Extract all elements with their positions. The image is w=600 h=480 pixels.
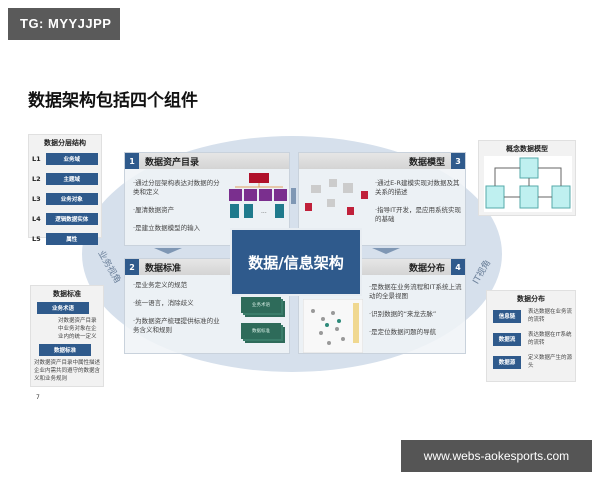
layer-bar: 逻辑数据实体 bbox=[45, 213, 98, 225]
bullet: ·通过E-R建模实现对数据及其关系的描述 bbox=[375, 179, 460, 196]
distribution-item: 数据流 表达数据在IT系统的流转 bbox=[490, 331, 572, 347]
standard-stack: 数据标准 bbox=[241, 323, 281, 339]
layer-level: L3 bbox=[32, 195, 41, 203]
arrow-right-icon bbox=[291, 188, 296, 204]
panel-number: 4 bbox=[451, 259, 465, 275]
layer-bar: 业务对象 bbox=[45, 193, 98, 205]
distribution-desc: 表达数据在IT系统的流转 bbox=[528, 332, 572, 346]
bullet: ·是数据在业务流程和IT系统上流动的全景视图 bbox=[369, 283, 462, 300]
layer-level: L1 bbox=[32, 155, 41, 163]
term-tag: 业务术语 bbox=[37, 302, 89, 314]
panel-title: 数据模型 bbox=[408, 157, 445, 168]
distribution-tag: 数据流 bbox=[493, 332, 521, 346]
arrow-down-icon bbox=[154, 248, 182, 254]
page-title: 数据架构包括四个组件 bbox=[28, 91, 198, 111]
bullet: ·厘清数据资产 bbox=[133, 206, 175, 214]
layer-row: L4 逻辑数据实体 bbox=[32, 212, 98, 226]
arrow-down-icon bbox=[372, 248, 400, 254]
side-title: 概念数据模型 bbox=[506, 145, 548, 153]
data-layer-structure: 数据分层结构 L1 业务域 L2 主题域 L3 业务对象 L4 逻辑数据实体 L5 属性 bbox=[28, 134, 102, 245]
layer-row: L1 业务域 bbox=[32, 152, 98, 166]
side-title: 数据分层结构 bbox=[44, 139, 86, 147]
bullet: ·通过分层架构表达对数据的分类和定义 bbox=[133, 179, 220, 196]
bullet: ·统一语言，消除歧义 bbox=[133, 299, 194, 307]
panel-number: 2 bbox=[125, 259, 139, 275]
layer-bar: 业务域 bbox=[45, 153, 98, 165]
term-description: 对数据资产目录中业务对象在企业内的统一定义 bbox=[58, 318, 97, 340]
watermark: www.webs-aokesports.com bbox=[401, 440, 592, 472]
uml-diagram-illustration bbox=[484, 156, 572, 212]
tg-badge: TG: MYYJJPP bbox=[8, 8, 120, 40]
distribution-tag: 信息链 bbox=[493, 309, 521, 323]
panel-number: 1 bbox=[125, 153, 139, 169]
standard-description: 对数据资产目录中属性描述企业内需共同遵守的数据含义和业务规则 bbox=[34, 360, 101, 382]
layer-level: L2 bbox=[32, 175, 41, 183]
panel-header: 1 数据资产目录 bbox=[125, 153, 289, 169]
panel-bullets: ·通过分层架构表达对数据的分类和定义 ·厘清数据资产 ·是建立数据模型的输入 bbox=[133, 179, 225, 242]
panel-title: 数据分布 bbox=[408, 263, 445, 274]
center-data-architecture: 数据/信息架构 bbox=[230, 228, 362, 296]
data-distribution-box: 数据分布 信息链 表达数据在业务流的流转 数据流 表达数据在IT系统的流转 数据… bbox=[486, 290, 576, 382]
distribution-item: 信息链 表达数据在业务流的流转 bbox=[490, 308, 572, 324]
bullet: ·是业务定义的规范 bbox=[133, 281, 188, 289]
distribution-map-illustration bbox=[303, 299, 363, 353]
panel-title: 数据标准 bbox=[145, 263, 182, 274]
bullet: ·为数据资产梳理提供标准的业务含义和规则 bbox=[133, 317, 220, 334]
standard-tag: 数据标准 bbox=[39, 344, 91, 356]
panel-header: 数据模型 3 bbox=[299, 153, 465, 169]
layer-row: L3 业务对象 bbox=[32, 192, 98, 206]
bullet: ·识别数据的“来龙去脉” bbox=[369, 310, 437, 318]
distribution-tag: 数据源 bbox=[493, 355, 521, 369]
distribution-desc: 定义数据产生的源头 bbox=[528, 355, 573, 369]
panel-data-asset-catalog: 1 数据资产目录 ·通过分层架构表达对数据的分类和定义 ·厘清数据资产 ·是建立… bbox=[124, 152, 290, 246]
layer-bar: 主题域 bbox=[45, 173, 98, 185]
bullet: ·指导IT开发，是应用系统实现的基础 bbox=[375, 206, 461, 223]
term-stack: 业务术语 bbox=[241, 297, 281, 313]
panel-bullets: ·是业务定义的规范 ·统一语言，消除歧义 ·为数据资产梳理提供标准的业务含义和规… bbox=[133, 281, 225, 344]
side-title: 数据分布 bbox=[517, 295, 545, 303]
page-number: 7 bbox=[36, 394, 40, 401]
layer-row: L2 主题域 bbox=[32, 172, 98, 186]
bullet: ·是建立数据模型的输入 bbox=[133, 224, 201, 232]
panel-number: 3 bbox=[451, 153, 465, 169]
layer-level: L5 bbox=[32, 235, 41, 243]
panel-bullets: ·是数据在业务流程和IT系统上流动的全景视图 ·识别数据的“来龙去脉” ·是定位… bbox=[369, 283, 465, 346]
distribution-desc: 表达数据在业务流的流转 bbox=[528, 309, 573, 323]
layer-bar: 属性 bbox=[45, 233, 98, 245]
panel-bullets: ·通过E-R建模实现对数据及其关系的描述 ·指导IT开发，是应用系统实现的基础 bbox=[375, 179, 463, 233]
layer-level: L4 bbox=[32, 215, 41, 223]
distribution-item: 数据源 定义数据产生的源头 bbox=[490, 354, 572, 370]
concept-data-model: 概念数据模型 bbox=[478, 140, 576, 216]
data-standard-box: 数据标准 业务术语 对数据资产目录中业务对象在企业内的统一定义 数据标准 对数据… bbox=[30, 285, 104, 387]
bullet: ·是定位数据问题的导航 bbox=[369, 328, 437, 336]
hierarchy-illustration: ... bbox=[229, 173, 287, 218]
side-title: 数据标准 bbox=[53, 290, 81, 298]
svg-text:...: ... bbox=[261, 208, 267, 215]
layer-row: L5 属性 bbox=[32, 232, 98, 246]
panel-title: 数据资产目录 bbox=[145, 157, 200, 168]
er-diagram-illustration bbox=[305, 179, 368, 215]
